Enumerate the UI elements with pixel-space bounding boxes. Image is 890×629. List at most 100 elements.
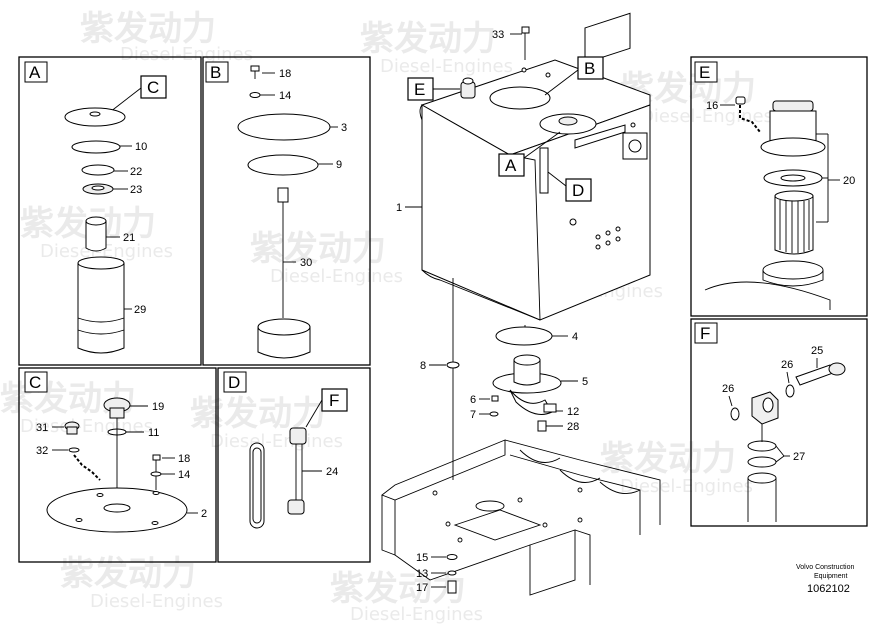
washer-8 xyxy=(446,361,460,369)
screw-16 xyxy=(735,96,746,105)
label-30: 30 xyxy=(300,257,312,269)
washer-15 xyxy=(446,554,458,560)
gauge-bottom xyxy=(287,499,305,515)
label-18: 18 xyxy=(279,68,291,80)
label-28: 28 xyxy=(567,421,579,433)
panel-c-title: C xyxy=(29,373,41,392)
label-5: 5 xyxy=(582,376,588,388)
main-assembly: 33 1 E xyxy=(381,12,661,596)
o-ring-27-a xyxy=(747,440,777,452)
washer-14 xyxy=(249,92,261,98)
label-7: 7 xyxy=(470,409,476,421)
panel-e-title-box xyxy=(694,61,718,83)
watermark-cn: 紫发动力 xyxy=(80,9,216,49)
bushing-21 xyxy=(85,220,107,252)
label-11: 11 xyxy=(148,427,159,439)
panel-c: C 19 11 31 32 18 14 2 xyxy=(18,367,217,563)
footer-line2: Equipment xyxy=(814,573,848,580)
label-12: 12 xyxy=(567,406,579,418)
float-30 xyxy=(257,326,311,359)
panel-a-frame xyxy=(18,56,202,366)
bolt-17 xyxy=(447,580,457,594)
panel-f-frame xyxy=(690,318,868,527)
label-21: 21 xyxy=(123,232,135,244)
label-31: 31 xyxy=(36,422,48,434)
watermark-cn: 紫发动力 xyxy=(190,394,326,434)
watermark-en: Diesel-Engines xyxy=(380,56,513,77)
panel-a-title-box xyxy=(24,61,48,83)
footer: Volvo Construction Equipment 1062102 xyxy=(796,564,854,595)
label-23: 23 xyxy=(130,184,142,196)
panel-c-frame xyxy=(18,367,217,563)
bolt-33 xyxy=(521,26,530,34)
panel-b-title-box xyxy=(205,61,229,83)
filter-29 xyxy=(77,262,125,354)
panel-f-title-box xyxy=(694,322,718,344)
label-20: 20 xyxy=(843,175,855,187)
o-ring-9 xyxy=(247,154,319,176)
top-plate-b xyxy=(489,86,551,110)
callout-b: B xyxy=(584,59,595,78)
washer-26-b xyxy=(730,407,740,421)
filter-element-e xyxy=(774,195,814,255)
label-4: 4 xyxy=(572,331,578,343)
label-13: 13 xyxy=(416,568,428,580)
level-gauge xyxy=(539,147,549,194)
panel-e-title: E xyxy=(699,63,710,82)
label-6: 6 xyxy=(470,394,476,406)
washer-26-a xyxy=(785,384,795,398)
cover-plate xyxy=(64,107,126,127)
label-29: 29 xyxy=(134,304,146,316)
washer-7 xyxy=(489,411,499,417)
panel-f: F 25 26 26 27 xyxy=(690,318,868,527)
sender-head xyxy=(277,187,289,203)
panel-b: B 18 14 3 9 30 xyxy=(202,56,371,366)
breather-cap xyxy=(772,100,814,112)
watermark-cn: 紫发动力 xyxy=(360,19,496,59)
label-3: 3 xyxy=(341,122,347,134)
panel-b-frame xyxy=(202,56,371,366)
bolt-18 xyxy=(250,65,260,72)
label-17: 17 xyxy=(416,582,428,594)
callout-e: E xyxy=(414,80,425,99)
callout-b-box xyxy=(577,56,604,80)
watermark-en: Diesel-Engines xyxy=(620,476,753,497)
callout-a-box xyxy=(498,153,525,177)
label-18-c: 18 xyxy=(178,453,190,465)
bolt-18-c xyxy=(152,454,161,461)
watermark-en: Diesel-Engines xyxy=(270,266,403,287)
label-1: 1 xyxy=(396,202,402,214)
panel-e: E 16 20 xyxy=(690,56,868,317)
gauge-top xyxy=(289,427,307,445)
callout-d-box xyxy=(565,178,592,202)
label-22: 22 xyxy=(130,166,142,178)
plug-28 xyxy=(537,420,547,432)
seal-22 xyxy=(81,164,115,176)
watermark-cn: 紫发动力 xyxy=(600,439,736,479)
callout-d: D xyxy=(572,181,584,200)
panel-a-title: A xyxy=(29,63,41,82)
label-15: 15 xyxy=(416,552,428,564)
label-24: 24 xyxy=(326,466,338,478)
gasket-4 xyxy=(495,326,553,346)
o-ring-27-b xyxy=(747,456,777,468)
bolt-25 xyxy=(795,364,834,386)
label-33: 33 xyxy=(492,29,504,41)
watermark-cn: 紫发动力 xyxy=(250,229,386,269)
label-25: 25 xyxy=(811,345,823,357)
fitting-12 xyxy=(543,403,557,413)
label-26-b: 26 xyxy=(722,383,734,395)
label-32: 32 xyxy=(36,445,48,457)
label-14: 14 xyxy=(279,90,291,102)
doc-number: 1062102 xyxy=(807,583,850,595)
watermark-en: Diesel-Engines xyxy=(120,44,253,65)
label-8: 8 xyxy=(420,360,426,372)
panel-d-callout: F xyxy=(329,391,339,410)
panel-d-title: D xyxy=(228,373,240,392)
watermark-en: Diesel-Engines xyxy=(90,591,223,612)
panel-d-frame xyxy=(217,367,371,563)
label-19: 19 xyxy=(152,401,164,413)
port-plate xyxy=(584,12,631,64)
label-2: 2 xyxy=(201,508,207,520)
